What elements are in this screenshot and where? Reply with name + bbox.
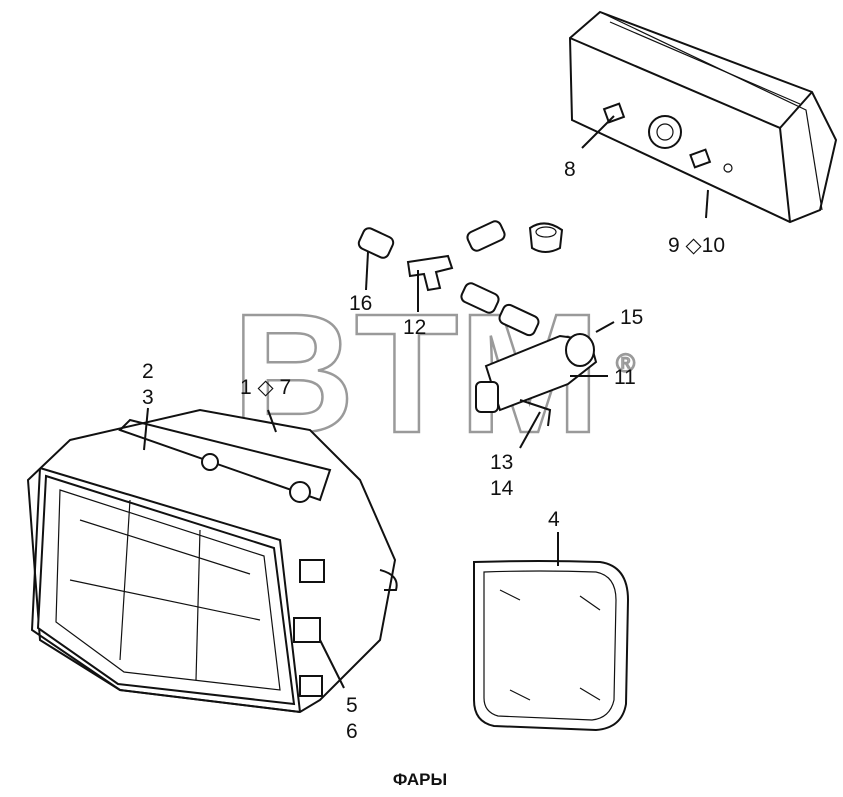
leader-5-6 — [319, 639, 345, 689]
rear-lamp-housing — [568, 10, 838, 224]
callout-16: 16 — [349, 292, 372, 315]
watermark-registered-mark: ® — [616, 348, 635, 378]
washer-motor — [475, 333, 598, 427]
sleeve-upper — [466, 220, 506, 252]
callout-3: 3 — [142, 386, 154, 409]
callout-12: 12 — [403, 316, 426, 339]
leader-15 — [595, 321, 615, 333]
connector-parts — [357, 220, 564, 337]
leader-1-7 — [267, 409, 277, 433]
leader-8 — [581, 115, 615, 149]
callout-13: 13 — [490, 451, 513, 474]
callout-9-10: 9 ◇10 — [668, 234, 725, 257]
sleeve-lower — [498, 303, 540, 337]
sleeve-middle — [460, 282, 500, 314]
callout-15: 15 — [620, 306, 643, 329]
leader-lines — [143, 115, 709, 689]
grommet — [528, 222, 564, 253]
leader-13-14 — [519, 411, 541, 449]
leader-9-10 — [705, 189, 709, 219]
leader-16 — [365, 251, 369, 291]
callout-11: 11 — [614, 366, 636, 389]
leader-2-3 — [143, 407, 149, 451]
callout-14: 14 — [490, 477, 514, 500]
side-marker-lamp — [473, 560, 630, 732]
headlamp — [26, 408, 398, 714]
diagram-caption: ФАРЫ — [393, 770, 447, 789]
callout-8: 8 — [564, 158, 576, 181]
sleeve-16 — [357, 227, 395, 259]
callout-1-7: 1 ◇ 7 — [240, 376, 291, 399]
callout-5: 5 — [346, 694, 358, 717]
tee-connector-12 — [406, 254, 454, 292]
callout-6: 6 — [346, 720, 358, 743]
callout-labels: 8 9 ◇10 15 16 12 11 2 3 1 ◇ 7 13 14 4 5 … — [142, 158, 725, 743]
callout-2: 2 — [142, 360, 154, 383]
callout-4: 4 — [548, 508, 560, 531]
